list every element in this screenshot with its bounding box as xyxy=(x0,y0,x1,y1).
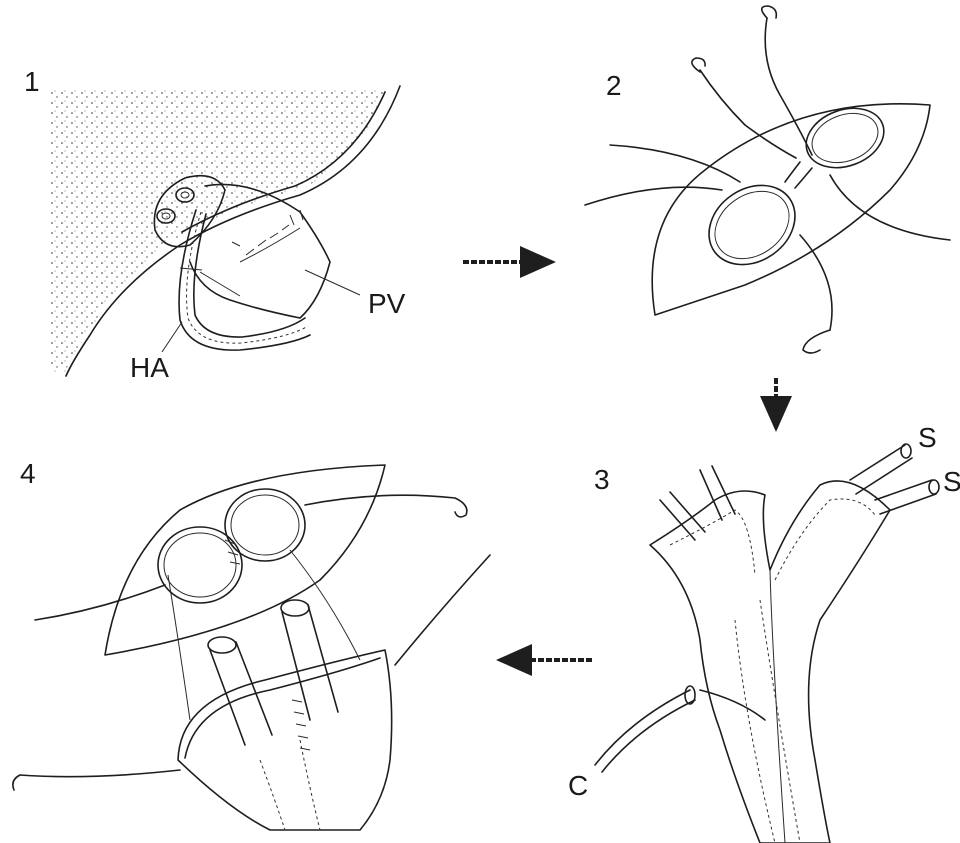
label-c: C xyxy=(568,772,588,800)
pv-leader xyxy=(305,270,360,295)
panel-number-3: 3 xyxy=(594,466,610,494)
lower-orifice xyxy=(694,169,811,281)
label-pv: PV xyxy=(368,290,405,318)
right-orifice xyxy=(225,489,305,561)
label-ha: HA xyxy=(130,354,169,382)
hepatic-artery xyxy=(179,210,310,350)
panel-number-2: 2 xyxy=(606,72,622,100)
label-s-lower: S xyxy=(943,468,960,496)
stent-left xyxy=(210,642,272,745)
panel-4-illustration xyxy=(13,465,490,830)
suture-2 xyxy=(700,70,796,158)
panel-number-4: 4 xyxy=(20,460,36,488)
suture-4 xyxy=(610,145,740,182)
liver-parenchyma xyxy=(50,90,385,372)
panel-3-illustration xyxy=(595,444,939,843)
catheter xyxy=(595,690,695,772)
upper-orifice xyxy=(798,98,892,178)
panel-number-1: 1 xyxy=(24,68,40,96)
panel-2-illustration xyxy=(585,6,950,353)
label-s-upper: S xyxy=(918,424,937,452)
panel-1-illustration xyxy=(50,86,400,376)
suture-1 xyxy=(765,18,812,155)
suture-5 xyxy=(830,175,950,240)
tissue-patch xyxy=(652,104,930,315)
vessel-cuff xyxy=(178,650,392,830)
stent-tubes xyxy=(660,444,939,540)
suture-3 xyxy=(585,187,722,205)
ha-leader xyxy=(162,322,182,352)
